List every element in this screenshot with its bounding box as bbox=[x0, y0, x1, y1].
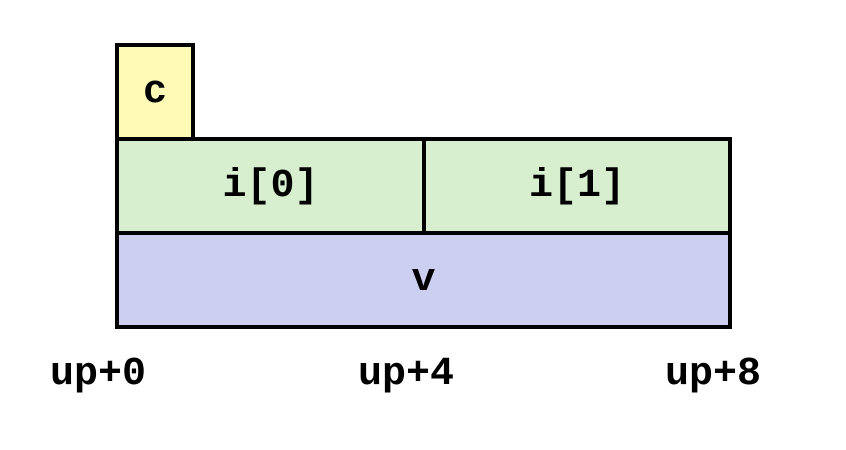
offset-label-up4: up+4 bbox=[358, 352, 455, 397]
offset-label-up0: up+0 bbox=[50, 352, 147, 397]
field-i1-box: i[1] bbox=[422, 137, 732, 235]
offset-label-up8: up+8 bbox=[665, 352, 762, 397]
field-c-label: c bbox=[142, 69, 167, 115]
field-i1-label: i[1] bbox=[528, 163, 625, 209]
field-c-box: c bbox=[115, 43, 195, 141]
field-i0-box: i[0] bbox=[115, 137, 426, 235]
field-v-box: v bbox=[115, 231, 732, 329]
field-v-label: v bbox=[411, 257, 436, 303]
field-i0-label: i[0] bbox=[222, 163, 319, 209]
